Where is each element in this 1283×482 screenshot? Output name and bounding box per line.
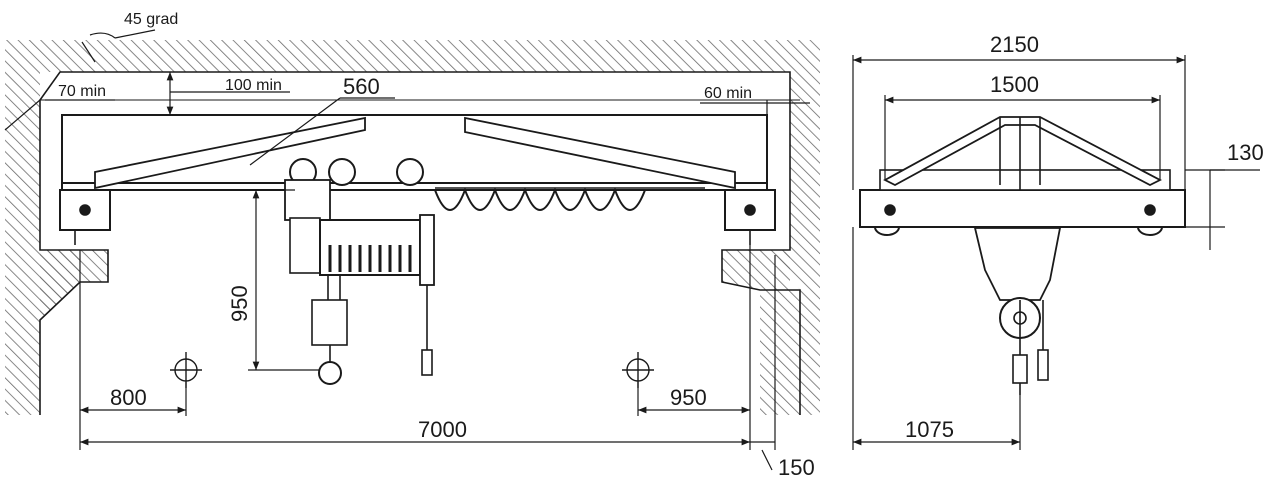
ceiling-hatch (40, 40, 820, 72)
building-outline (39, 71, 801, 415)
left-strut (94, 116, 366, 190)
label-150: 150 (778, 455, 815, 480)
label-950-vertical: 950 (227, 285, 252, 322)
label-2150: 2150 (990, 32, 1039, 57)
right-corbel-hatch (722, 250, 800, 415)
label-130: 130 (1227, 140, 1264, 165)
festoon-cable (434, 187, 646, 211)
label-7000: 7000 (418, 417, 467, 442)
label-45-grad: 45 grad (124, 11, 178, 28)
label-1075: 1075 (905, 417, 954, 442)
left-corbel-hatch (40, 250, 108, 320)
end-hoist (973, 227, 1062, 301)
label-560: 560 (343, 74, 380, 99)
end-view (852, 55, 1260, 450)
left-wall-hatch (5, 40, 80, 415)
side-elevation-view (4, 29, 820, 471)
end-truss (883, 116, 1162, 187)
label-950: 950 (670, 385, 707, 410)
hoist-trolley (284, 158, 435, 385)
end-dimension-lines (852, 55, 1260, 450)
right-strut (464, 116, 736, 190)
label-70-min: 70 min (58, 83, 106, 100)
end-beam (859, 189, 1186, 228)
dimension-lines (4, 29, 810, 471)
right-wall-hatch (775, 72, 820, 415)
label-60-min: 60 min (704, 85, 752, 102)
label-800: 800 (110, 385, 147, 410)
label-1500: 1500 (990, 72, 1039, 97)
label-100-min: 100 min (225, 77, 282, 94)
